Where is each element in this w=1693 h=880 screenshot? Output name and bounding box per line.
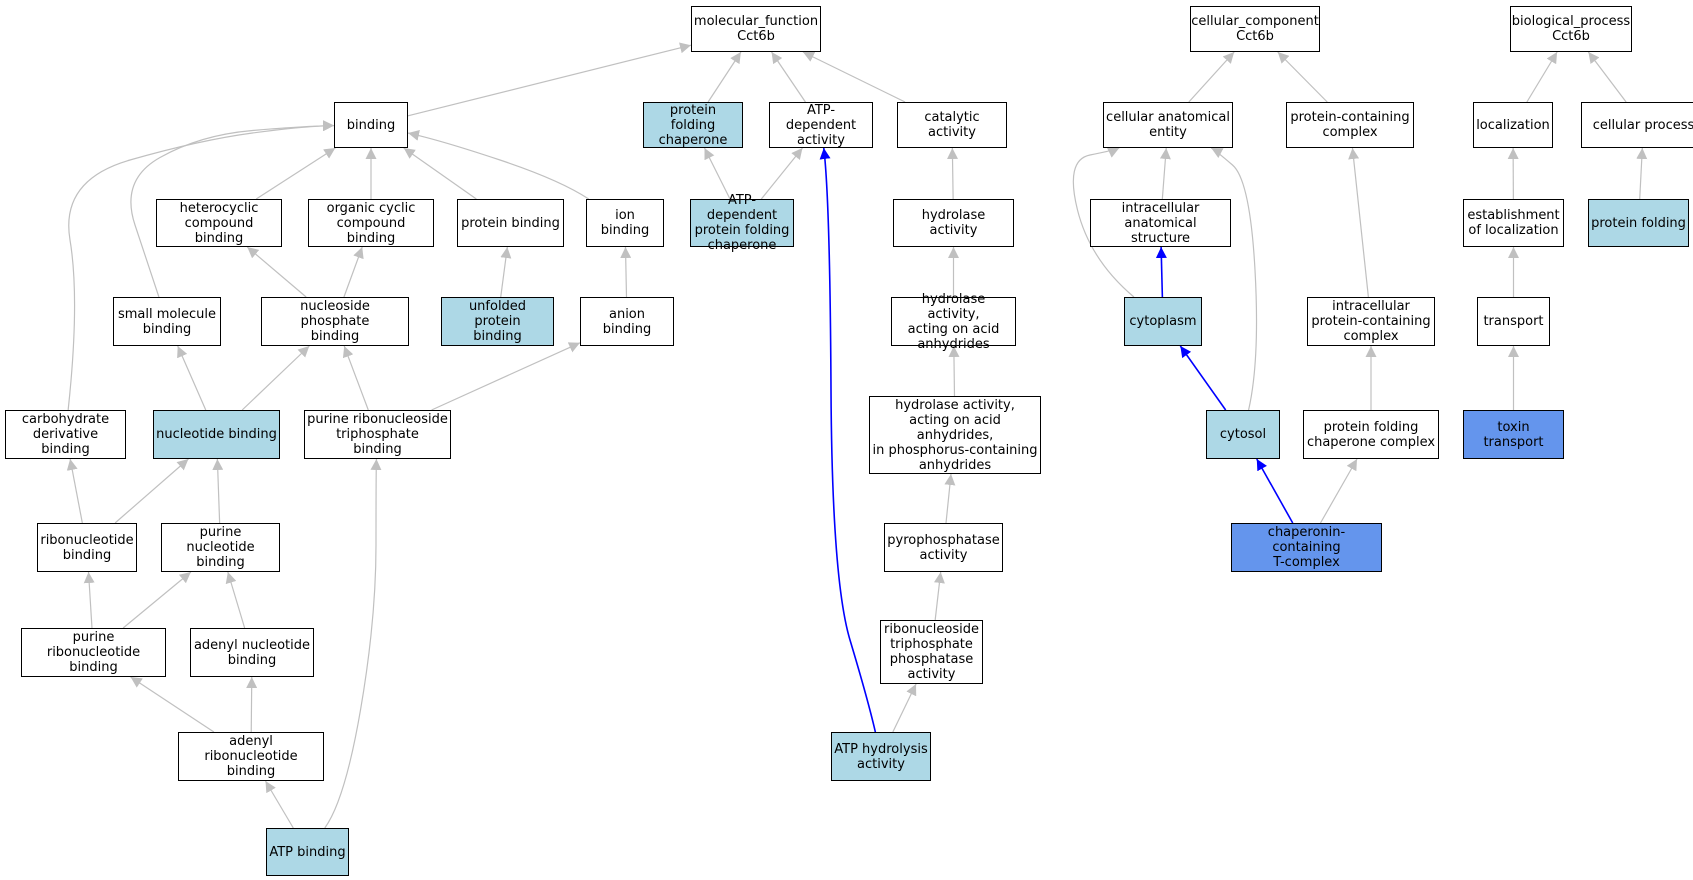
node-intraanat[interactable]: intracellular anatomical structure [1090,199,1231,247]
edge-purribonuc-to-purnuc [122,571,192,629]
edge-atpbind-to-adenylribo [264,780,294,829]
edge-pfc-to-mf [707,51,742,103]
edge-hydrolase-to-catalytic [947,147,959,200]
node-hydphos[interactable]: hydrolase activity, acting on acid anhyd… [869,396,1041,474]
node-cytosol[interactable]: cytosol [1206,410,1280,459]
edge-atpdeppfc-to-pfc [703,147,731,200]
node-toxin[interactable]: toxin transport [1463,410,1564,459]
edge-localization-to-bp [1526,51,1558,103]
node-nsp[interactable]: nucleoside phosphate binding [261,297,409,346]
node-pcc[interactable]: protein-containing complex [1286,102,1414,148]
edge-ribonuc-to-carbo [66,458,83,524]
node-nucbind[interactable]: nucleotide binding [153,410,280,459]
edge-atpdeppfc-to-atpdep [760,147,803,200]
node-cc[interactable]: cellular_component Cct6b [1190,6,1320,52]
edge-atpbind-to-prtp [324,458,382,829]
node-hetero[interactable]: heterocyclic compound binding [156,199,282,247]
edge-cct-to-cytosol [1256,458,1294,524]
edge-cytosol-to-cae [1210,147,1258,411]
edge-cytosol-to-cytoplasm [1179,345,1227,411]
node-atpbind[interactable]: ATP binding [266,828,349,876]
edge-cae-to-cc [1188,51,1235,103]
node-purribonuc[interactable]: purine ribonucleotide binding [21,628,166,677]
node-unfolded[interactable]: unfolded protein binding [441,297,554,346]
node-prtp[interactable]: purine ribonucleoside triphosphate bindi… [304,410,451,459]
node-hydacid[interactable]: hydrolase activity, acting on acid anhyd… [891,292,1016,352]
node-ionbind[interactable]: ion binding [586,199,664,247]
node-transport[interactable]: transport [1477,297,1550,346]
edge-hydphos-to-hydacid [948,345,960,397]
node-hydrolase[interactable]: hydrolase activity [893,199,1014,247]
edge-cytoplasm-to-cae [1072,147,1135,298]
edge-intrapcc-to-pcc [1348,147,1369,298]
edge-cellproc-to-bp [1587,51,1627,103]
edge-adenylribo-to-purribonuc [130,676,215,733]
node-purnuc[interactable]: purine nucleotide binding [161,523,280,572]
edge-nucbind-to-nsp [241,345,310,411]
edge-adenylribo-to-adenyl [246,676,258,733]
node-cct[interactable]: chaperonin-containing T-complex [1231,523,1382,572]
node-localization[interactable]: localization [1473,102,1553,148]
node-cytoplasm[interactable]: cytoplasm [1124,297,1202,346]
edge-purnuc-to-nucbind [212,458,224,524]
node-cae[interactable]: cellular anatomical entity [1103,102,1233,148]
edge-atphydro-to-atpdep [819,147,877,733]
edge-binding-to-mf [407,42,692,117]
node-cellproc[interactable]: cellular process [1581,102,1693,148]
edge-pyrophos-to-hydphos [944,473,956,524]
node-atphydro[interactable]: ATP hydrolysis activity [831,732,931,781]
node-adenyl[interactable]: adenyl nucleotide binding [190,628,314,677]
edge-unfolded-to-protbind [500,246,512,298]
edge-carbo-to-binding [67,120,335,411]
edge-rtpp-to-pyrophos [933,571,945,621]
edge-intraanat-to-cae [1159,147,1171,200]
node-carbo[interactable]: carbohydrate derivative binding [5,410,126,459]
node-estloc[interactable]: establishment of localization [1463,199,1564,247]
node-pfc[interactable]: protein folding chaperone [643,102,743,148]
edge-purribonuc-to-ribonuc [83,571,95,629]
edge-nucbind-to-smallmol [177,345,207,411]
node-catalytic[interactable]: catalytic activity [897,102,1007,148]
edge-hetero-to-binding [255,147,336,200]
node-binding[interactable]: binding [334,102,408,148]
edge-anion-to-ionbind [620,246,632,298]
node-orgcyc[interactable]: organic cyclic compound binding [308,199,434,247]
node-smallmol[interactable]: small molecule binding [113,297,221,346]
edge-protfold-to-cellproc [1636,147,1648,200]
edge-prtp-to-anion [431,342,581,411]
node-protfold[interactable]: protein folding [1588,199,1689,247]
node-protbind[interactable]: protein binding [457,199,564,247]
edge-ionbind-to-binding [407,130,590,200]
edge-prtp-to-nsp [342,345,369,411]
node-pfcc[interactable]: protein folding chaperone complex [1303,410,1439,459]
node-mf[interactable]: molecular_function Cct6b [691,6,821,52]
node-intrapcc[interactable]: intracellular protein-containing complex [1307,297,1435,346]
node-pyrophos[interactable]: pyrophosphatase activity [884,523,1003,572]
edge-catalytic-to-mf [802,51,906,103]
node-atpdep[interactable]: ATP-dependent activity [769,102,873,148]
edge-nsp-to-hetero [246,246,307,298]
node-adenylribo[interactable]: adenyl ribonucleotide binding [178,732,324,781]
node-rtpp[interactable]: ribonucleoside triphosphate phosphatase … [880,620,983,684]
node-bp[interactable]: biological_process Cct6b [1510,6,1632,52]
edge-cytoplasm-to-intraanat [1155,246,1167,298]
node-ribonuc[interactable]: ribonucleotide binding [37,523,137,572]
edge-cct-to-pfcc [1319,458,1358,524]
edge-adenyl-to-purnuc [225,571,246,629]
edge-pcc-to-cc [1277,51,1328,103]
edge-smallmol-to-binding [130,120,335,298]
node-anion[interactable]: anion binding [580,297,674,346]
edge-atphydro-to-rtpp [892,683,917,733]
node-atpdeppfc[interactable]: ATP-dependent protein folding chaperone [690,193,794,253]
edge-nsp-to-orgcyc [343,246,364,298]
edge-protbind-to-binding [403,147,477,200]
edge-atpdep-to-mf [771,51,806,103]
edge-ribonuc-to-nucbind [114,458,189,524]
